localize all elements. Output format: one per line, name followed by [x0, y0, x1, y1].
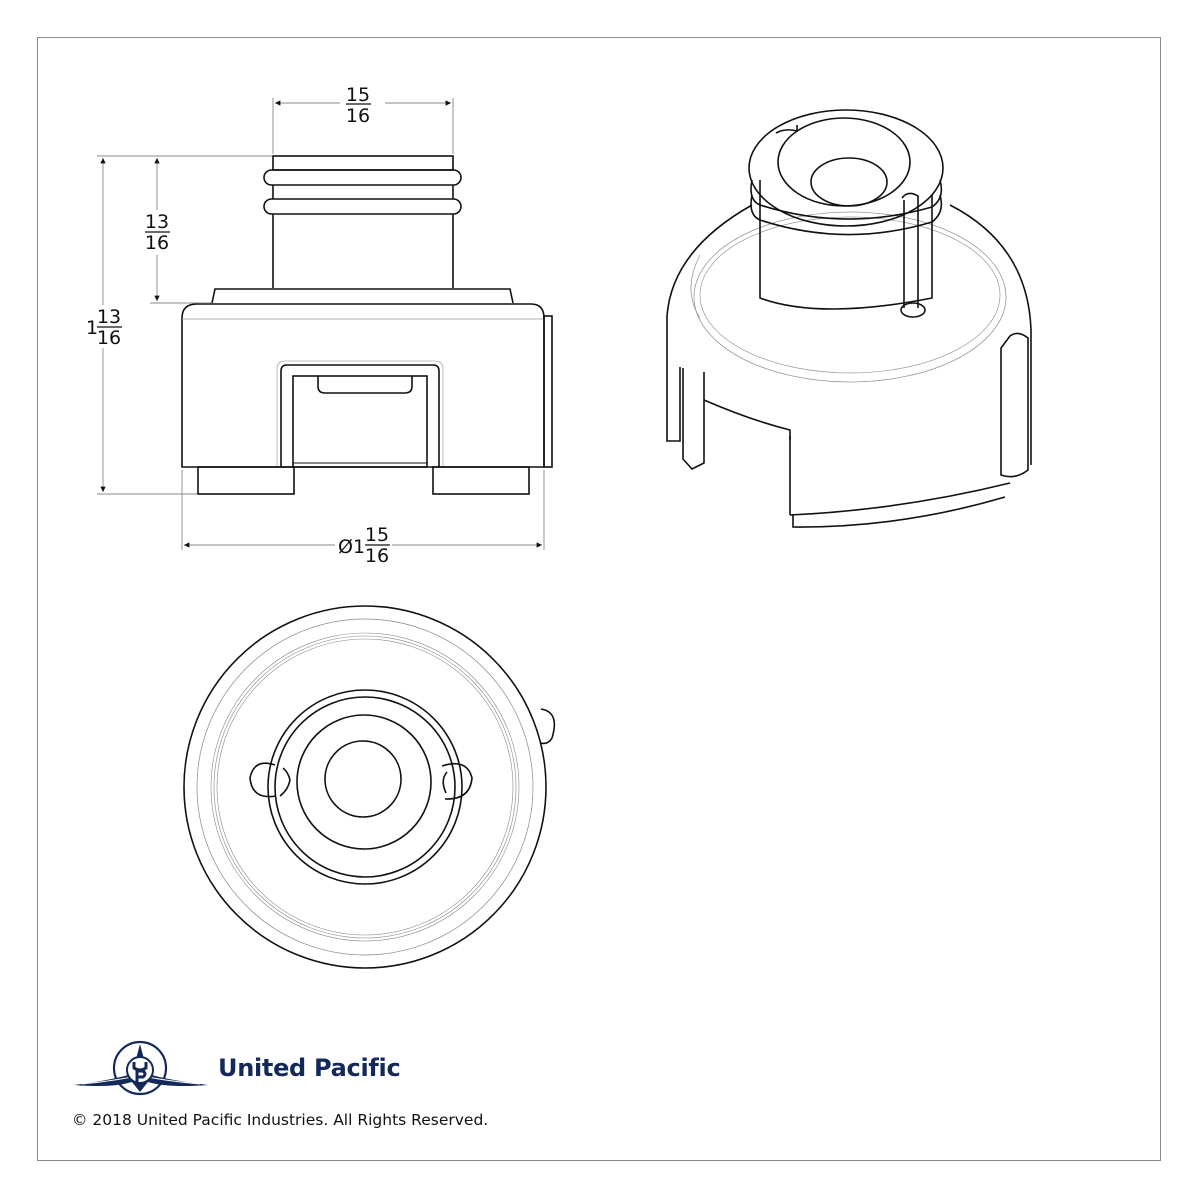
top-view [183, 605, 556, 969]
isometric-view [666, 109, 1032, 528]
brand-block: United Pacific [72, 1038, 401, 1098]
overall-height-whole: 1 [86, 317, 98, 339]
drawing-frame [37, 37, 1161, 1161]
dimension-labels: 15 16 13 16 1 13 16 Ø1 15 16 [86, 84, 390, 567]
overall-height-denominator: 16 [97, 327, 121, 349]
copyright-notice: © 2018 United Pacific Industries. All Ri… [72, 1111, 489, 1129]
overall-height-numerator: 13 [97, 306, 121, 328]
side-view-dimensions [97, 98, 545, 550]
side-view [181, 155, 553, 495]
neck-width-denominator: 16 [346, 105, 370, 127]
diameter-prefix: Ø1 [338, 536, 365, 558]
diameter-numerator: 15 [365, 524, 389, 546]
neck-width-numerator: 15 [346, 84, 370, 106]
neck-height-numerator: 13 [145, 211, 169, 233]
neck-height-denominator: 16 [145, 232, 169, 254]
diameter-denominator: 16 [365, 545, 389, 567]
brand-name: United Pacific [218, 1054, 401, 1082]
united-pacific-logo-icon [74, 1040, 208, 1096]
